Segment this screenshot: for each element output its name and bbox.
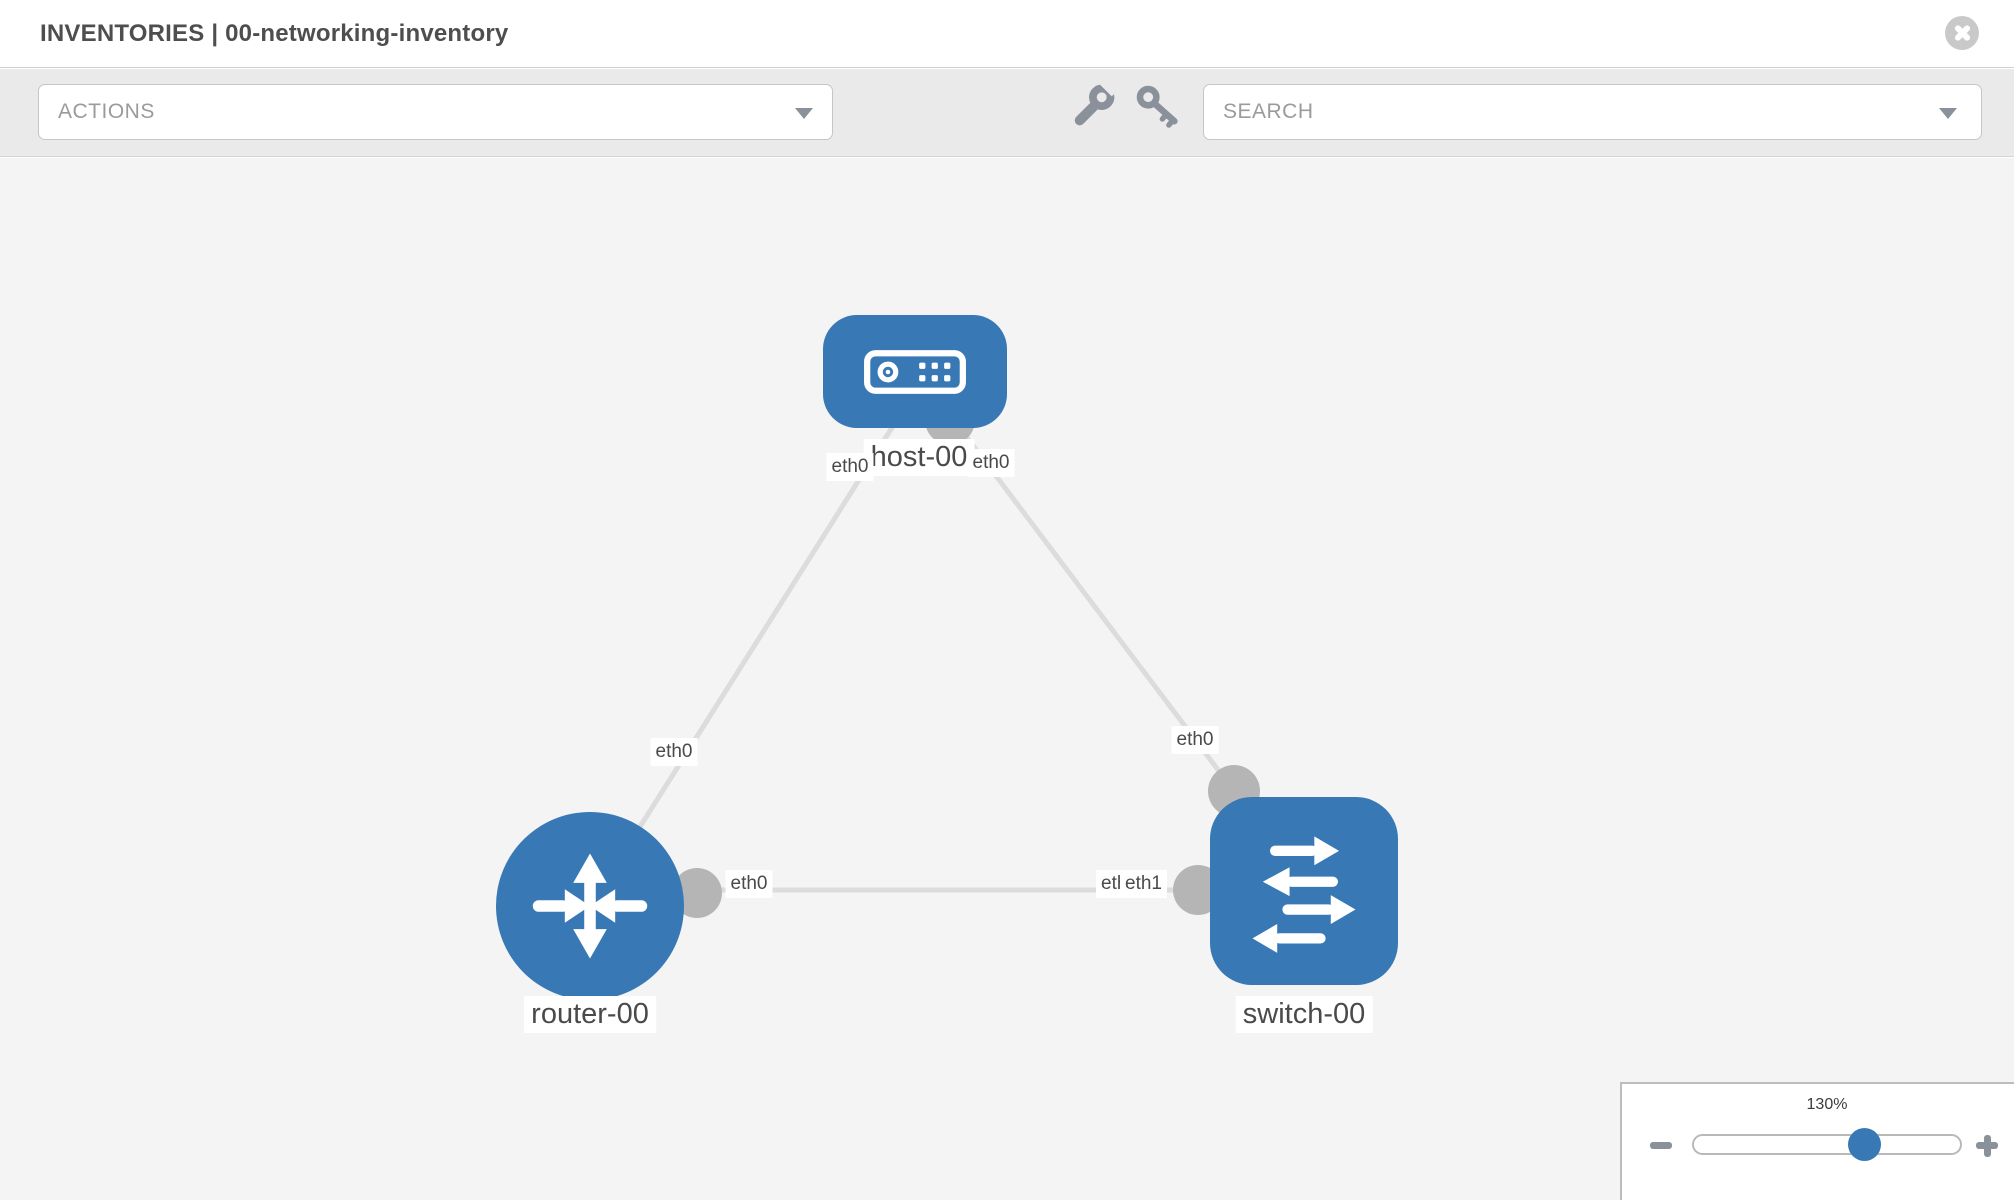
chevron-down-icon — [795, 108, 813, 119]
interface-label-host-right: eth0 — [967, 449, 1015, 477]
minus-icon — [1650, 1142, 1672, 1149]
zoom-control-panel: 130% — [1620, 1082, 2014, 1200]
interface-label-router-eth0: eth0 — [725, 870, 773, 898]
switch-icon — [1252, 836, 1356, 953]
page-title: INVENTORIES | 00-networking-inventory — [40, 19, 509, 47]
node-label-router: router-00 — [524, 996, 656, 1033]
interface-label-host-left: eth0 — [826, 453, 874, 481]
plus-icon — [1983, 1134, 1991, 1157]
interface-label-router-uplink: eth0 — [650, 738, 698, 766]
wrench-icon — [1074, 76, 1121, 126]
configure-button[interactable] — [1072, 76, 1121, 132]
topology-links-layer — [587, 395, 1260, 918]
node-label-host: host-00 — [863, 439, 975, 476]
page-header: INVENTORIES | 00-networking-inventory — [0, 0, 2014, 68]
zoom-in-button[interactable] — [1974, 1132, 2000, 1158]
actions-dropdown-label: ACTIONS — [58, 100, 155, 123]
zoom-slider-thumb[interactable] — [1848, 1128, 1881, 1161]
node-switch-00[interactable] — [1210, 797, 1398, 985]
search-dropdown-label: SEARCH — [1223, 100, 1314, 123]
zoom-out-button[interactable] — [1648, 1132, 1674, 1158]
topology-canvas[interactable]: host-00 router-00 switch-00 eth0 eth0 et… — [0, 158, 2014, 1200]
node-router-00[interactable] — [496, 812, 684, 1000]
actions-dropdown[interactable]: ACTIONS — [38, 84, 833, 140]
node-label-switch: switch-00 — [1235, 996, 1373, 1033]
search-dropdown[interactable]: SEARCH — [1203, 84, 1982, 140]
node-host-00[interactable] — [823, 315, 1007, 428]
router-icon — [532, 853, 648, 959]
credentials-button[interactable] — [1134, 83, 1182, 136]
interface-endpoint-router — [672, 868, 722, 918]
toolbar: ACTIONS SEARCH — [0, 69, 2014, 157]
zoom-slider-track[interactable] — [1692, 1134, 1962, 1155]
host-icon — [864, 349, 966, 394]
zoom-level-value: 130% — [1806, 1096, 1848, 1113]
key-icon — [1136, 85, 1178, 128]
link-router-host[interactable] — [587, 413, 903, 908]
interface-label-switch-uplink: eth0 — [1171, 726, 1219, 754]
close-button[interactable] — [1945, 16, 1979, 50]
interface-label-switch-eth1: eth1 — [1120, 870, 1167, 898]
chevron-down-icon — [1939, 108, 1957, 119]
